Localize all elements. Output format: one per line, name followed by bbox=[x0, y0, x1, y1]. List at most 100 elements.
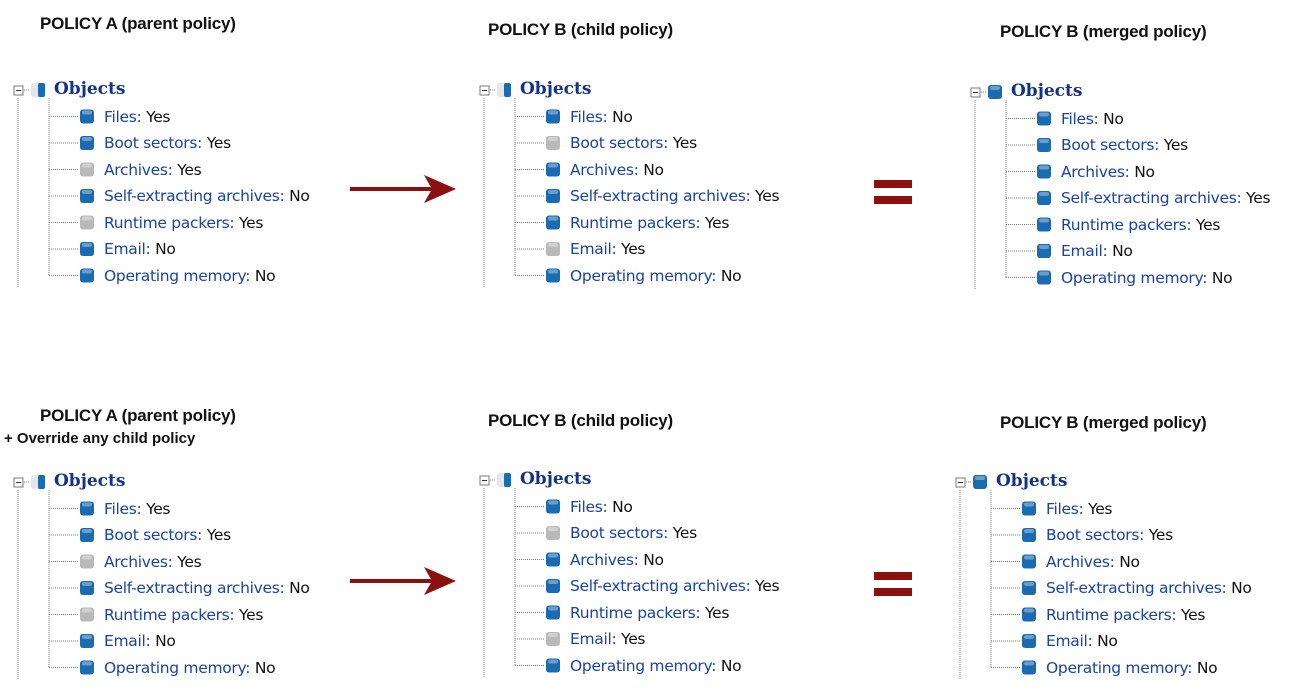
tree-item[interactable]: Operating memory: No bbox=[570, 656, 742, 676]
rounded-square-icon bbox=[1022, 607, 1036, 622]
tree-root-label[interactable]: Objects bbox=[1011, 81, 1083, 101]
tree-item-value: Yes bbox=[672, 524, 697, 542]
tree-item[interactable]: Email: Yes bbox=[570, 239, 646, 259]
tree-item-name: Boot sectors: bbox=[570, 134, 669, 152]
tree-root-label[interactable]: Objects bbox=[54, 471, 126, 491]
tree-item[interactable]: Email: No bbox=[1061, 241, 1133, 261]
tree-item[interactable]: Email: No bbox=[104, 239, 176, 259]
tree-item-value: Yes bbox=[1181, 605, 1206, 624]
tree-item[interactable]: Operating memory: No bbox=[1046, 658, 1218, 678]
tree-item-value: Yes bbox=[1088, 499, 1113, 518]
equals-bar-top bbox=[874, 180, 912, 188]
tree-item[interactable]: Email: Yes bbox=[570, 629, 646, 649]
tree-item-value: Yes bbox=[177, 160, 202, 179]
tree-item[interactable]: Runtime packers: Yes bbox=[570, 213, 729, 233]
tree-item[interactable]: Runtime packers: Yes bbox=[570, 603, 729, 623]
tree-item[interactable]: Operating memory: No bbox=[1061, 268, 1233, 288]
rounded-square-icon bbox=[80, 634, 94, 648]
tree-item-value: No bbox=[643, 550, 664, 569]
tree-item-value: No bbox=[289, 579, 310, 597]
tree-item-value: No bbox=[643, 160, 664, 179]
tree-lines bbox=[13, 83, 94, 288]
tree-item[interactable]: Operating memory: No bbox=[104, 266, 276, 286]
policy-a-title-2: POLICY A (parent policy) bbox=[40, 406, 236, 425]
equals-bar-bottom bbox=[874, 588, 912, 596]
tree-item[interactable]: Boot sectors: Yes bbox=[1061, 135, 1188, 155]
rounded-square-icon bbox=[80, 136, 94, 150]
tree-root-label[interactable]: Objects bbox=[520, 469, 592, 489]
tree-item[interactable]: Boot sectors: Yes bbox=[104, 133, 231, 153]
tree-root-label[interactable]: Objects bbox=[54, 79, 126, 99]
tree-item[interactable]: Self-extracting archives: Yes bbox=[570, 186, 780, 206]
tree-item-name: Files: bbox=[570, 107, 608, 126]
tree-item[interactable]: Archives: No bbox=[570, 550, 664, 570]
tree-item[interactable]: Self-extracting archives: Yes bbox=[570, 576, 780, 596]
tree-item-name: Self-extracting archives: bbox=[1046, 579, 1227, 597]
tree-item-name: Boot sectors: bbox=[1061, 136, 1160, 154]
tree-item[interactable]: Archives: No bbox=[1046, 552, 1140, 572]
equals-sign-icon bbox=[874, 180, 912, 204]
tree-item[interactable]: Archives: Yes bbox=[104, 160, 202, 180]
tree-item[interactable]: Email: No bbox=[104, 631, 176, 651]
tree-item[interactable]: Boot sectors: Yes bbox=[104, 525, 231, 545]
tree-item[interactable]: Boot sectors: Yes bbox=[570, 133, 697, 153]
tree-item[interactable]: Email: No bbox=[1046, 631, 1118, 651]
tree-item-value: Yes bbox=[755, 187, 780, 205]
rounded-square-icon bbox=[80, 581, 94, 595]
tree-item[interactable]: Operating memory: No bbox=[104, 658, 276, 678]
tree-item[interactable]: Self-extracting archives: Yes bbox=[1061, 188, 1271, 208]
tree-item-value: Yes bbox=[1196, 215, 1221, 234]
tree-item-name: Archives: bbox=[104, 160, 173, 179]
tree-item[interactable]: Files: Yes bbox=[1046, 499, 1113, 519]
rounded-square-icon bbox=[1022, 528, 1036, 542]
tree-item[interactable]: Self-extracting archives: No bbox=[104, 186, 310, 206]
tree-item-value: Yes bbox=[1246, 189, 1271, 207]
tree-item[interactable]: Runtime packers: Yes bbox=[104, 213, 263, 233]
rounded-square-icon bbox=[546, 109, 560, 124]
tree-item[interactable]: Files: Yes bbox=[104, 107, 171, 127]
half-filled-square-icon bbox=[497, 473, 511, 487]
tree-item-name: Boot sectors: bbox=[104, 526, 203, 544]
tree-item-name: Email: bbox=[104, 632, 151, 650]
tree-item[interactable]: Self-extracting archives: No bbox=[104, 578, 310, 598]
tree-item-value: No bbox=[1231, 579, 1252, 597]
tree-item[interactable]: Archives: Yes bbox=[104, 552, 202, 572]
tree-item[interactable]: Boot sectors: Yes bbox=[1046, 525, 1173, 545]
tree-item[interactable]: Runtime packers: Yes bbox=[1046, 605, 1205, 625]
rounded-square-icon bbox=[1022, 634, 1036, 648]
tree-item[interactable]: Files: No bbox=[570, 497, 633, 517]
rounded-square-icon bbox=[1022, 581, 1036, 595]
tree-item-name: Self-extracting archives: bbox=[570, 577, 751, 595]
equals-bar-bottom bbox=[874, 196, 912, 204]
tree-item[interactable]: Boot sectors: Yes bbox=[570, 523, 697, 543]
tree-item[interactable]: Self-extracting archives: No bbox=[1046, 578, 1252, 598]
tree-item-name: Archives: bbox=[104, 552, 173, 571]
rounded-square-icon bbox=[80, 660, 94, 675]
tree-item[interactable]: Files: Yes bbox=[104, 499, 171, 519]
tree-root-label[interactable]: Objects bbox=[520, 79, 592, 99]
right-arrow-icon bbox=[350, 567, 456, 595]
rounded-square-icon bbox=[80, 554, 94, 569]
tree-item[interactable]: Archives: No bbox=[570, 160, 664, 180]
tree-item-value: No bbox=[254, 266, 276, 285]
rounded-square-icon bbox=[1037, 270, 1051, 285]
tree-item[interactable]: Runtime packers: Yes bbox=[104, 605, 263, 625]
tree-item[interactable]: Archives: No bbox=[1061, 162, 1155, 182]
tree-item[interactable]: Files: No bbox=[1061, 109, 1124, 129]
tree-item-name: Self-extracting archives: bbox=[570, 187, 751, 205]
tree-item[interactable]: Runtime packers: Yes bbox=[1061, 215, 1220, 235]
arrow-head bbox=[424, 175, 456, 203]
rounded-square-icon bbox=[546, 605, 560, 620]
tree-item[interactable]: Files: No bbox=[570, 107, 633, 127]
half-filled-square-icon bbox=[31, 83, 45, 97]
rounded-square-icon bbox=[546, 499, 560, 514]
rounded-square-icon bbox=[1037, 191, 1051, 205]
tree-item-name: Files: bbox=[1061, 109, 1099, 128]
tree-item-name: Email: bbox=[1046, 632, 1093, 650]
tree-item-value: No bbox=[155, 240, 176, 258]
tree-item[interactable]: Operating memory: No bbox=[570, 266, 742, 286]
tree-item-value: Yes bbox=[206, 134, 231, 152]
tree-root-label[interactable]: Objects bbox=[996, 471, 1068, 491]
